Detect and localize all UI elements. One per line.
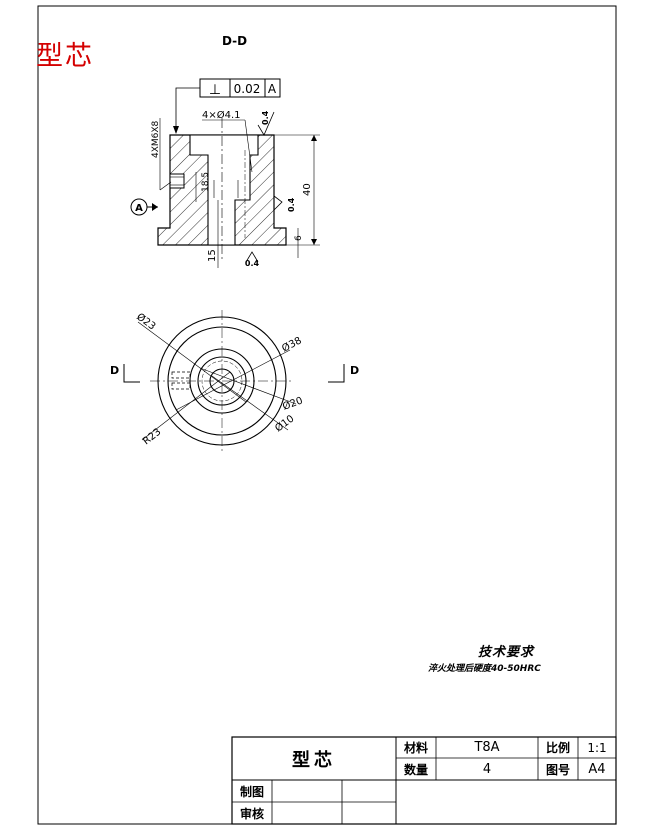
section-label: D-D [222,34,247,48]
title-block-grid [231,736,617,825]
tb-drawn-label: 制图 [239,784,264,799]
section-view: D-D ⊥ 0.02 A 4×Ø4.1 4XM6X8 [130,34,320,268]
dim-15: 15 [207,249,218,262]
tb-drawing-no-value: A4 [588,761,606,777]
holes-callout: 4×Ø4.1 [202,109,241,121]
sheet-frame [37,5,617,825]
tb-quantity-label: 数量 [403,762,428,777]
tb-scale-value: 1:1 [587,740,607,755]
svg-text:D: D [110,364,119,377]
roughness-top: 0.4 [257,110,275,136]
cut-marker-right: D [328,364,359,383]
tb-drawing-no-label: 图号 [545,762,570,777]
svg-text:0.4: 0.4 [245,259,260,268]
datum-marker: A [130,198,158,216]
dim-40: 40 [302,183,313,196]
dim-d38: Ø38 [280,334,304,354]
tap-callout: 4XM6X8 [151,120,161,158]
roughness-bottom: 0.4 [245,251,260,268]
tb-part-name: 型芯 [292,749,336,771]
section-cavity [189,134,259,246]
tb-scale-label: 比例 [545,741,570,755]
svg-text:0.4: 0.4 [261,110,270,125]
tb-checked-label: 审核 [239,806,264,821]
dim-6: 6 [294,235,304,241]
dim-d23: Ø23 [134,311,158,333]
plan-view: Ø23 Ø38 Ø20 Ø10 R23 D D [110,310,359,452]
tapped-hole [169,173,185,189]
tb-material-value: T8A [474,740,500,755]
dim-18-5: 18.5 [201,172,211,192]
tb-material-label: 材料 [403,741,428,755]
cut-marker-left: D [110,364,140,383]
dim-r23: R23 [141,427,163,448]
roughness-right: 0.4 [273,195,296,212]
tech-requirements-title: 技术要求 [478,645,535,660]
fcf-tolerance: 0.02 [234,82,261,96]
perpendicularity-symbol: ⊥ [209,82,221,98]
svg-text:0.4: 0.4 [287,197,296,212]
tech-requirements-text: 淬火处理后硬度40-50HRC [428,664,541,674]
svg-text:D: D [350,364,359,377]
svg-text:A: A [135,203,143,214]
tb-quantity-value: 4 [482,761,492,777]
part-name-red: 型芯 [36,41,94,72]
feature-control-frame: ⊥ 0.02 A [173,78,281,134]
fcf-datum: A [268,82,277,96]
